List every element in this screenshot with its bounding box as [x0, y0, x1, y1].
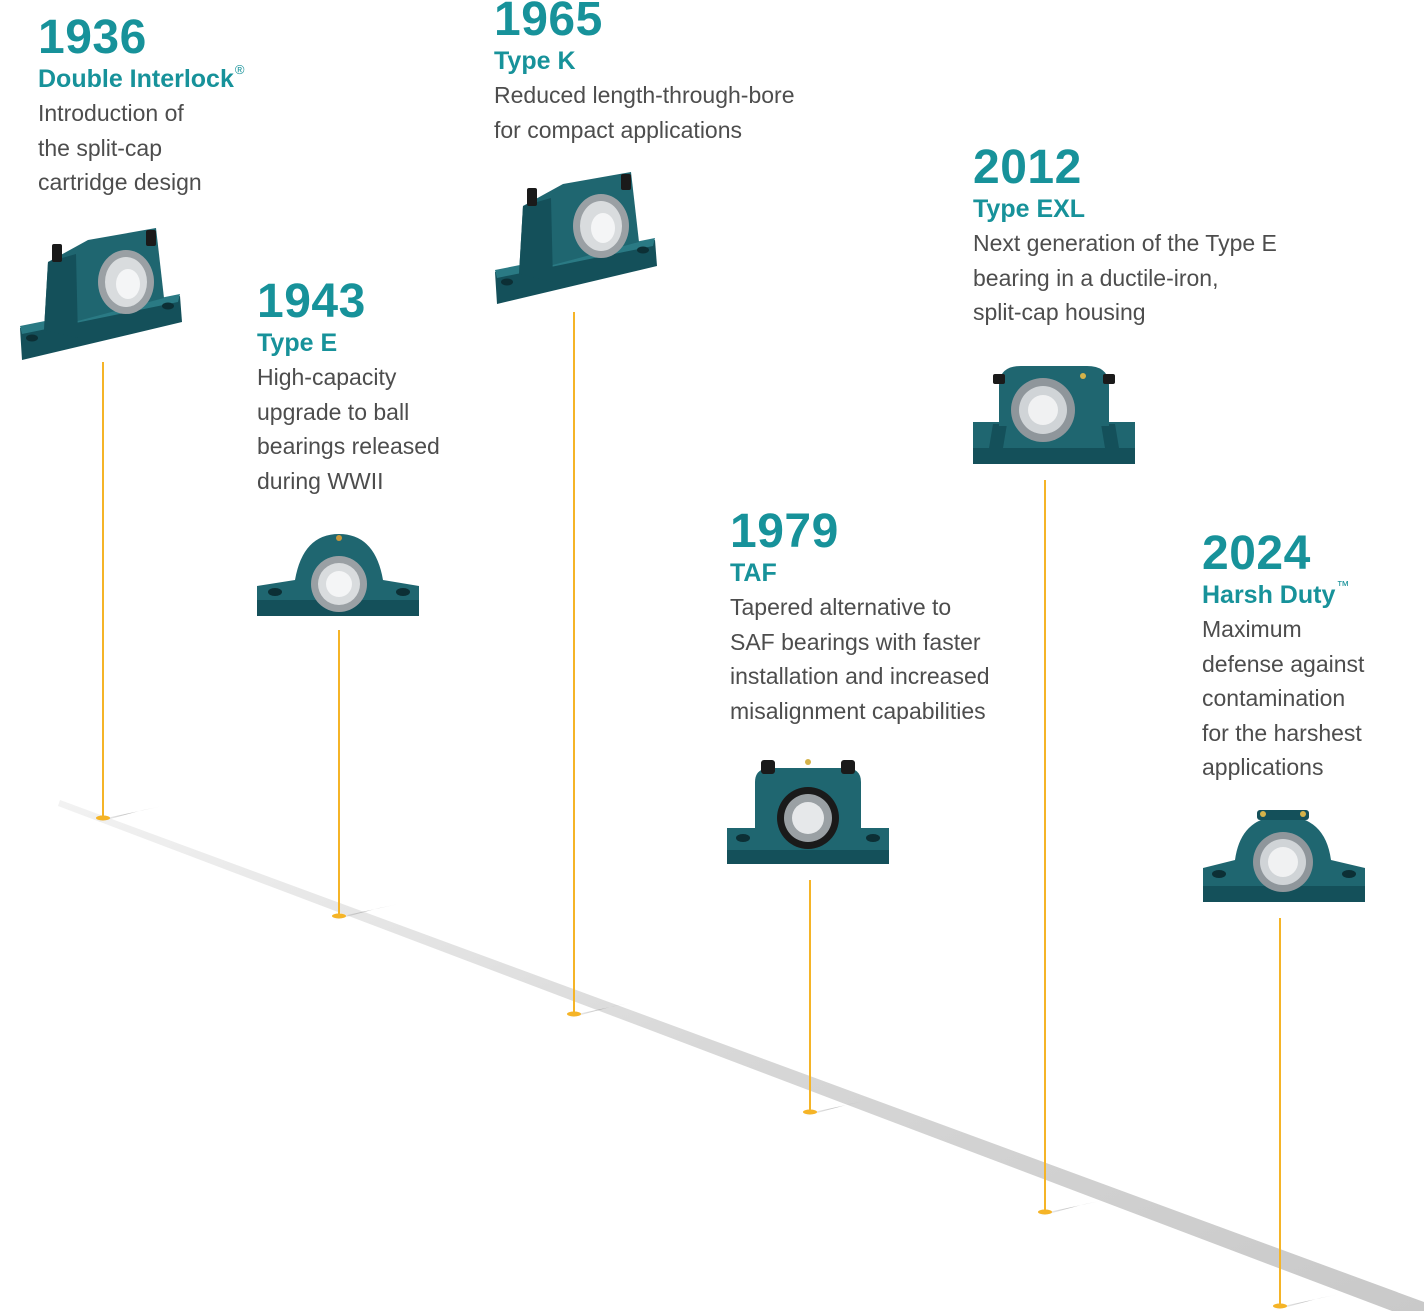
stem-anchor	[1273, 1303, 1287, 1309]
stem-shadow	[97, 806, 163, 822]
stem-anchor	[332, 913, 346, 919]
pillow-block-bearing-icon	[1203, 810, 1365, 902]
milestone-product: Double Interlock®	[38, 62, 245, 93]
split-cap-pillow-block-bearing-icon	[20, 228, 182, 360]
split-cap-pillow-block-bearing-icon	[973, 366, 1135, 464]
stem-anchor	[567, 1011, 581, 1017]
milestone-product: TAF	[730, 559, 777, 587]
milestone-year: 1936	[38, 11, 147, 64]
milestone-product: Type EXL	[973, 195, 1086, 223]
milestone-product: Type E	[257, 329, 338, 357]
milestone-2012: 2012 Type EXL Next generation of the Typ…	[973, 144, 1277, 330]
milestone-description: Introduction of the split-cap cartridge …	[38, 100, 202, 195]
timeline-stem	[573, 312, 575, 1014]
stem-anchor	[1038, 1209, 1052, 1215]
timeline-stem	[338, 630, 340, 916]
timeline-stem	[1279, 918, 1281, 1306]
timeline-stem	[102, 362, 104, 818]
milestone-1965: 1965 Type K Reduced length-through-bore …	[494, 0, 794, 147]
milestone-2024: 2024 Harsh Duty™ Maximum defense against…	[1202, 530, 1364, 785]
stem-anchor	[803, 1109, 817, 1115]
split-cap-pillow-block-bearing-icon	[495, 172, 657, 304]
milestone-description: Maximum defense against contamination fo…	[1202, 616, 1365, 780]
milestone-year: 1943	[257, 275, 366, 328]
pillow-block-bearing-icon	[257, 534, 419, 616]
stem-shadow	[804, 1100, 870, 1116]
trademark-mark: ™	[1336, 578, 1350, 593]
milestone-1936: 1936 Double Interlock® Introduction of t…	[38, 14, 244, 200]
milestone-description: Reduced length-through-bore for compact …	[494, 82, 795, 143]
timeline-stem	[1044, 480, 1046, 1212]
milestone-1943: 1943 Type E High-capacity upgrade to bal…	[257, 278, 440, 498]
stem-shadow	[333, 904, 399, 920]
stem-anchor	[96, 815, 110, 821]
registered-mark: ®	[234, 62, 245, 77]
milestone-description: Next generation of the Type E bearing in…	[973, 230, 1277, 325]
milestone-year: 2012	[973, 141, 1082, 194]
milestone-description: High-capacity upgrade to ball bearings r…	[257, 364, 440, 494]
milestone-description: Tapered alternative to SAF bearings with…	[730, 594, 990, 724]
milestone-year: 1979	[730, 505, 839, 558]
timeline-stem	[809, 880, 811, 1112]
milestone-year: 1965	[494, 0, 603, 46]
milestone-1979: 1979 TAF Tapered alternative to SAF bear…	[730, 508, 990, 728]
stem-shadow	[568, 1002, 634, 1018]
stem-shadow	[1039, 1200, 1105, 1216]
split-cap-pillow-block-bearing-icon	[727, 759, 889, 864]
milestone-year: 2024	[1202, 527, 1311, 580]
milestone-product: Type K	[494, 47, 576, 75]
stem-shadow	[1274, 1294, 1340, 1310]
milestone-product: Harsh Duty™	[1202, 578, 1350, 609]
